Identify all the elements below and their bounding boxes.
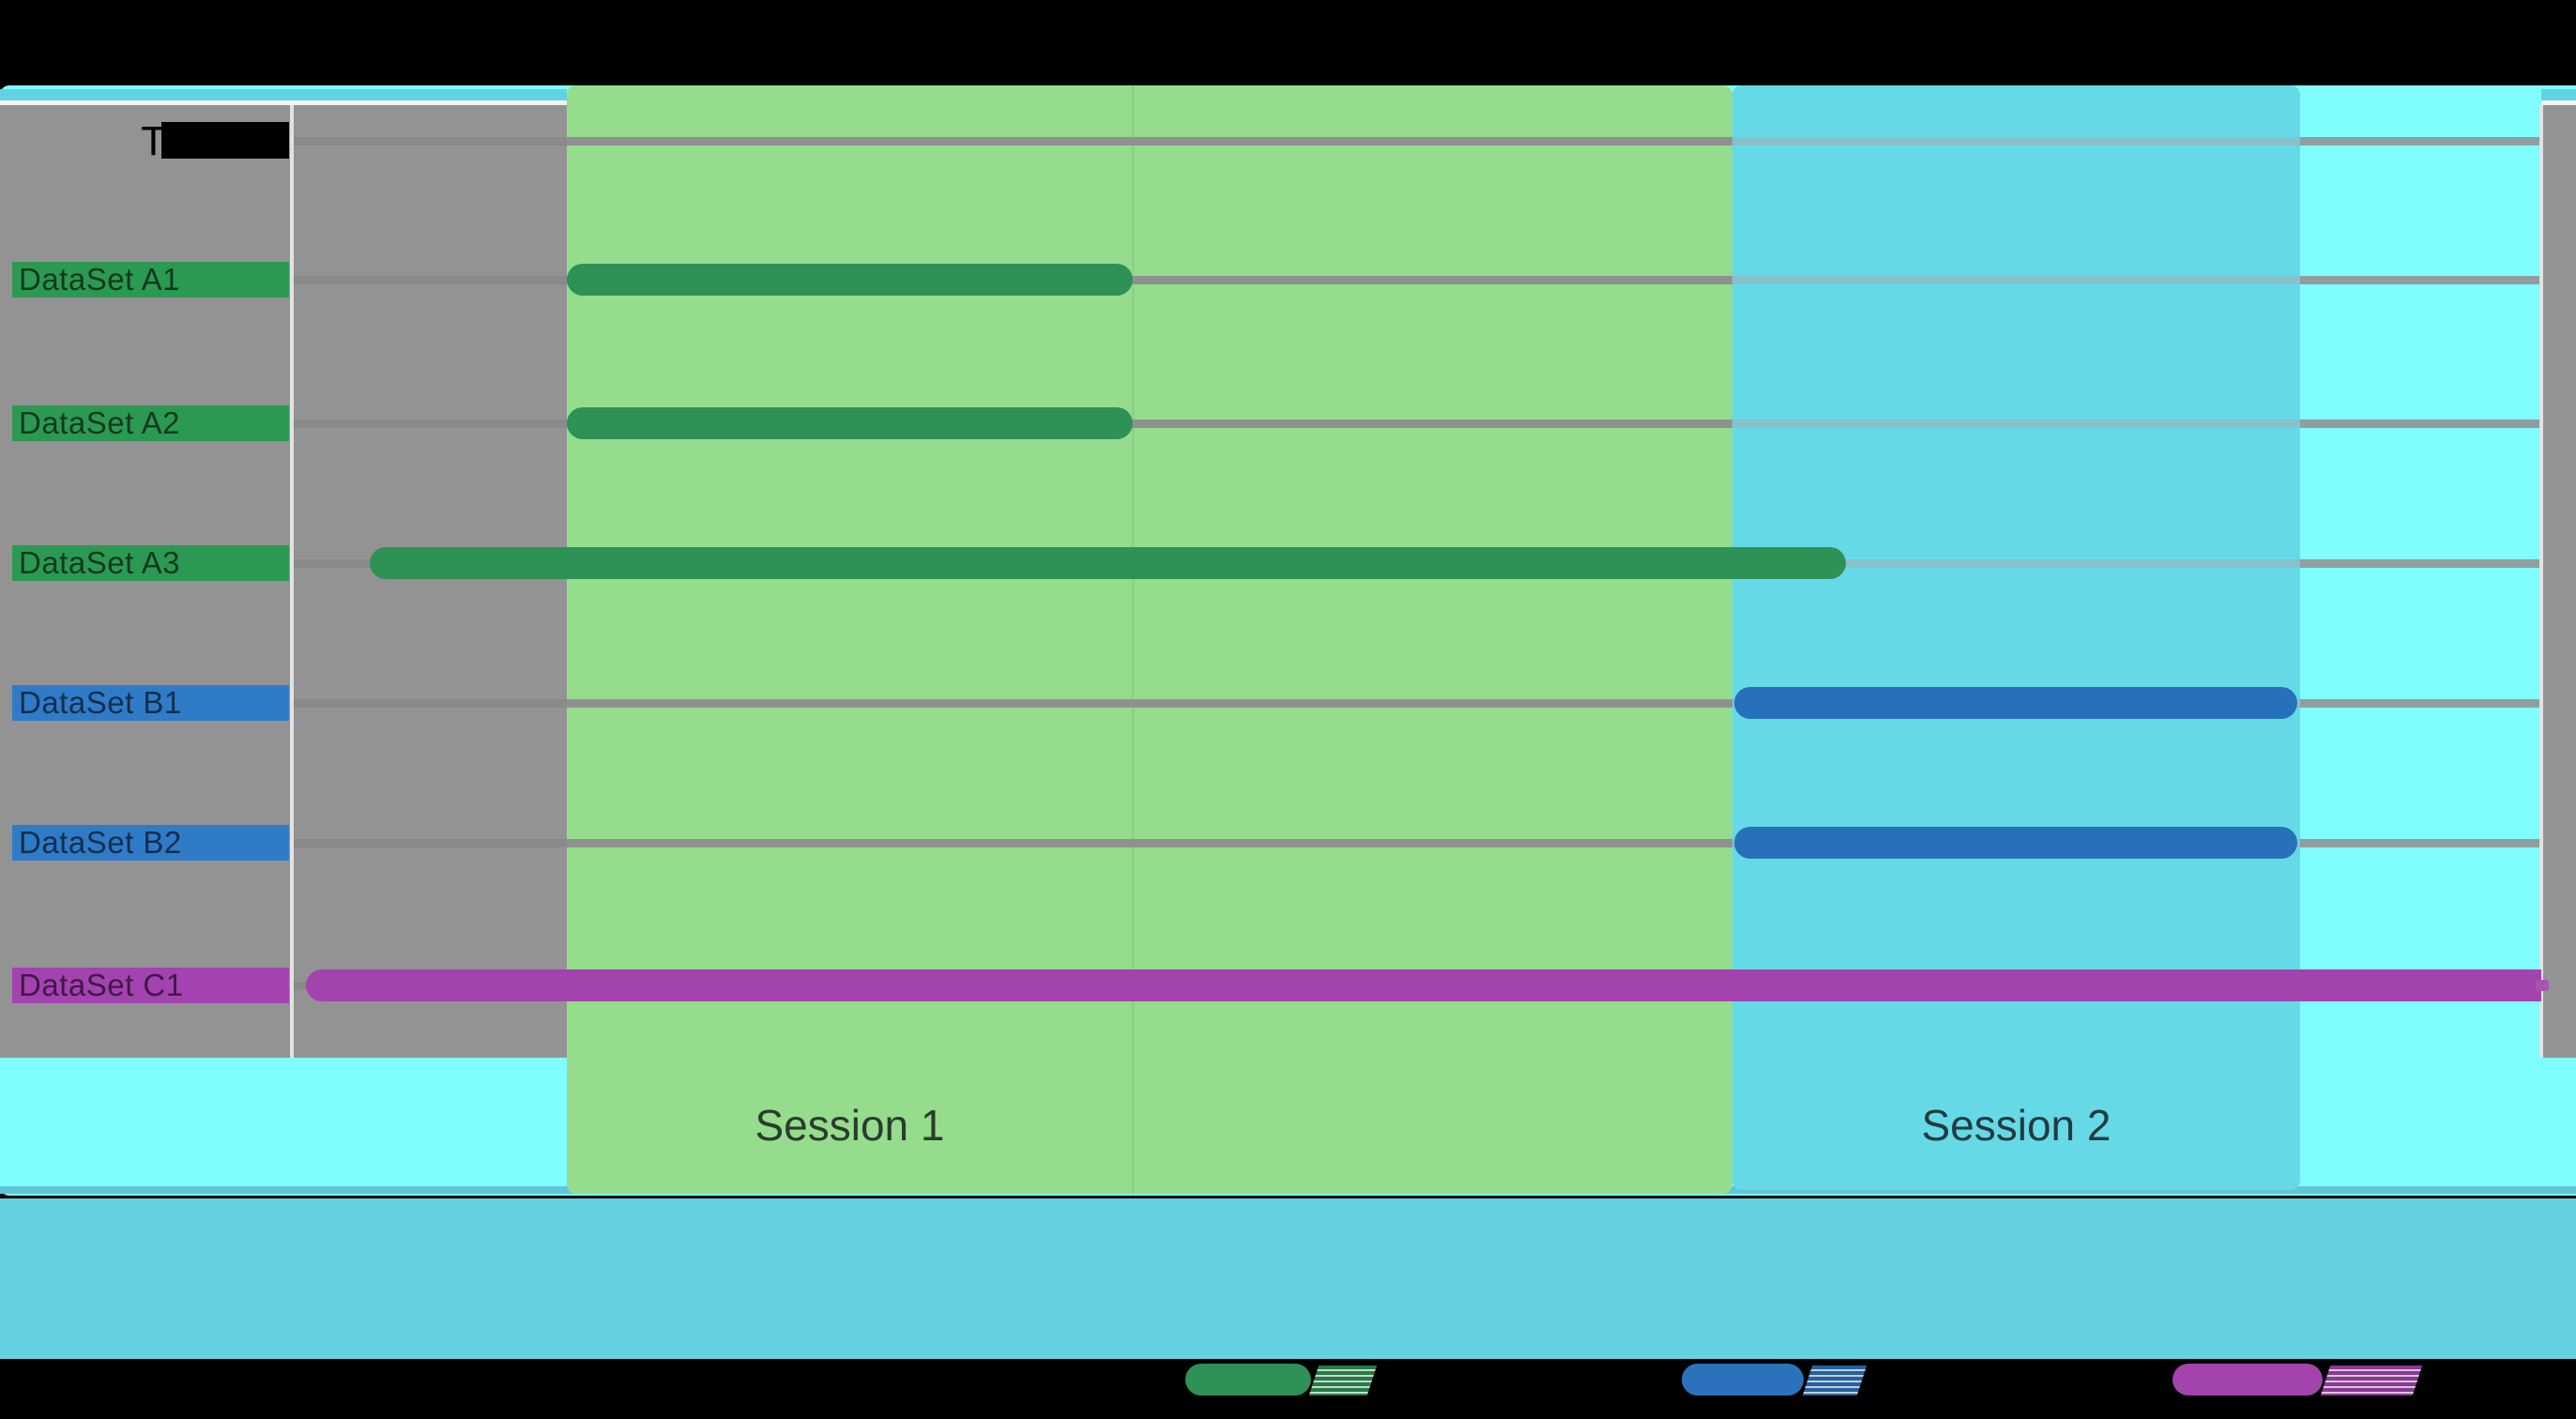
session-1-seam-line <box>1132 85 1135 1194</box>
legend-text-artifact-c <box>2320 1366 2423 1396</box>
row-label-a3: DataSet A3 <box>19 545 180 580</box>
right-margin-panel <box>2541 105 2576 1058</box>
legend-text-artifact-a <box>1308 1366 1378 1396</box>
gantt-bar-a3 <box>370 547 1846 579</box>
top-strip-right <box>2541 89 2576 100</box>
row-label-b1: DataSet B1 <box>19 685 182 720</box>
row-label-chip-a1: DataSet A1 <box>12 262 289 298</box>
label-column-divider <box>290 105 294 1058</box>
row-label-a1: DataSet A1 <box>19 262 180 297</box>
gantt-bar-a1 <box>567 264 1133 296</box>
top-edge-line-right <box>2541 100 2576 105</box>
tasks-header-black-box <box>161 122 289 159</box>
legend-swatch-group-b <box>1682 1364 1804 1396</box>
legend-swatch-group-c <box>2172 1364 2323 1396</box>
top-strip-left <box>0 89 567 100</box>
gantt-bar-b2 <box>1734 827 2297 859</box>
row-label-chip-c1: DataSet C1 <box>12 968 289 1003</box>
session-1-band <box>567 85 1732 1194</box>
bottom-band <box>0 1198 2576 1359</box>
row-label-chip-b2: DataSet B2 <box>12 825 289 861</box>
session-2-label: Session 2 <box>1921 1101 2111 1150</box>
gantt-bar-c1-clipped-end <box>2536 980 2549 991</box>
row-label-chip-a3: DataSet A3 <box>12 545 289 581</box>
row-label-a2: DataSet A2 <box>19 405 180 440</box>
row-label-c1: DataSet C1 <box>19 968 184 1002</box>
plot-right-edge-line <box>2539 105 2543 1058</box>
session-2-band <box>1732 85 2300 1190</box>
row-label-b2: DataSet B2 <box>19 825 182 860</box>
gantt-bar-a2 <box>567 407 1133 439</box>
gantt-bar-b1 <box>1734 687 2297 719</box>
top-edge-line-left <box>0 100 567 105</box>
session-1-label: Session 1 <box>755 1101 945 1150</box>
left-label-panel <box>0 105 567 1058</box>
row-label-chip-b1: DataSet B1 <box>12 685 289 721</box>
gantt-bar-c1 <box>306 969 2541 1001</box>
legend-text-artifact-b <box>1802 1366 1867 1396</box>
row-label-chip-a2: DataSet A2 <box>12 405 289 441</box>
legend-swatch-group-a <box>1185 1364 1311 1396</box>
